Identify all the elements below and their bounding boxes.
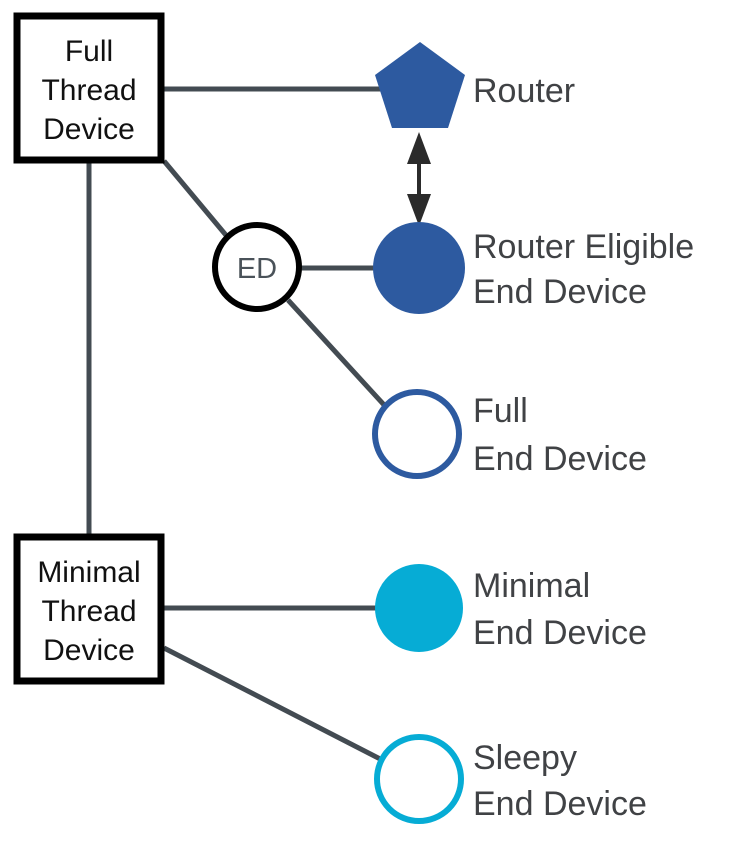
full-thread-device-line-1: Full [65, 35, 113, 68]
connector-lines [86, 86, 390, 765]
legend-label-med-line-1: Minimal [473, 567, 590, 605]
full-thread-device-line-2: Thread [41, 74, 136, 107]
legend-label-fed-line-2: End Device [473, 440, 647, 478]
arrowhead-up-icon [407, 132, 431, 164]
legend-label-reed-line-2: End Device [473, 273, 647, 311]
legend-item-full-end-device[interactable]: Full End Device [372, 389, 647, 479]
connector-ed-to-fed [286, 298, 387, 408]
node-end-device[interactable]: ED [212, 222, 302, 312]
legend-label-sed-line-2: End Device [473, 785, 647, 823]
legend-label-fed-line-1: Full [473, 392, 528, 430]
legend-item-minimal-end-device[interactable]: Minimal End Device [375, 564, 647, 652]
full-thread-device-box[interactable] [13, 12, 165, 164]
minimal-thread-device-line-2: Thread [41, 595, 136, 628]
legend-item-router[interactable]: Router [375, 42, 575, 128]
legend-label-reed-line-1: Router Eligible [473, 228, 694, 266]
legend-item-router-eligible-end-device[interactable]: Router Eligible End Device [373, 222, 694, 314]
double-arrow-router-reed [407, 132, 431, 226]
legend-label-router-line-1: Router [473, 72, 575, 110]
arrowhead-down-icon [407, 194, 431, 226]
connector-ftd-to-ed [162, 159, 232, 242]
legend-label-med-line-2: End Device [473, 614, 647, 652]
router-eligible-end-device-circle-icon[interactable] [373, 222, 465, 314]
node-minimal-thread-device[interactable]: Minimal Thread Device [13, 533, 165, 685]
full-end-device-circle-icon[interactable] [372, 389, 462, 479]
end-device-circle[interactable] [212, 222, 302, 312]
legend-label-sed-line-1: Sleepy [473, 739, 577, 777]
minimal-end-device-circle-icon[interactable] [375, 564, 463, 652]
minimal-thread-device-line-1: Minimal [37, 556, 140, 589]
legend-item-sleepy-end-device[interactable]: Sleepy End Device [374, 734, 647, 824]
minimal-thread-device-line-3: Device [43, 634, 135, 667]
minimal-thread-device-box[interactable] [13, 533, 165, 685]
end-device-abbreviation: ED [237, 253, 277, 285]
full-thread-device-line-3: Device [43, 113, 135, 146]
sleepy-end-device-circle-icon[interactable] [374, 734, 464, 824]
router-pentagon-icon[interactable] [375, 42, 465, 128]
connector-mtd-to-sed [162, 645, 388, 765]
node-full-thread-device[interactable]: Full Thread Device [13, 12, 165, 164]
